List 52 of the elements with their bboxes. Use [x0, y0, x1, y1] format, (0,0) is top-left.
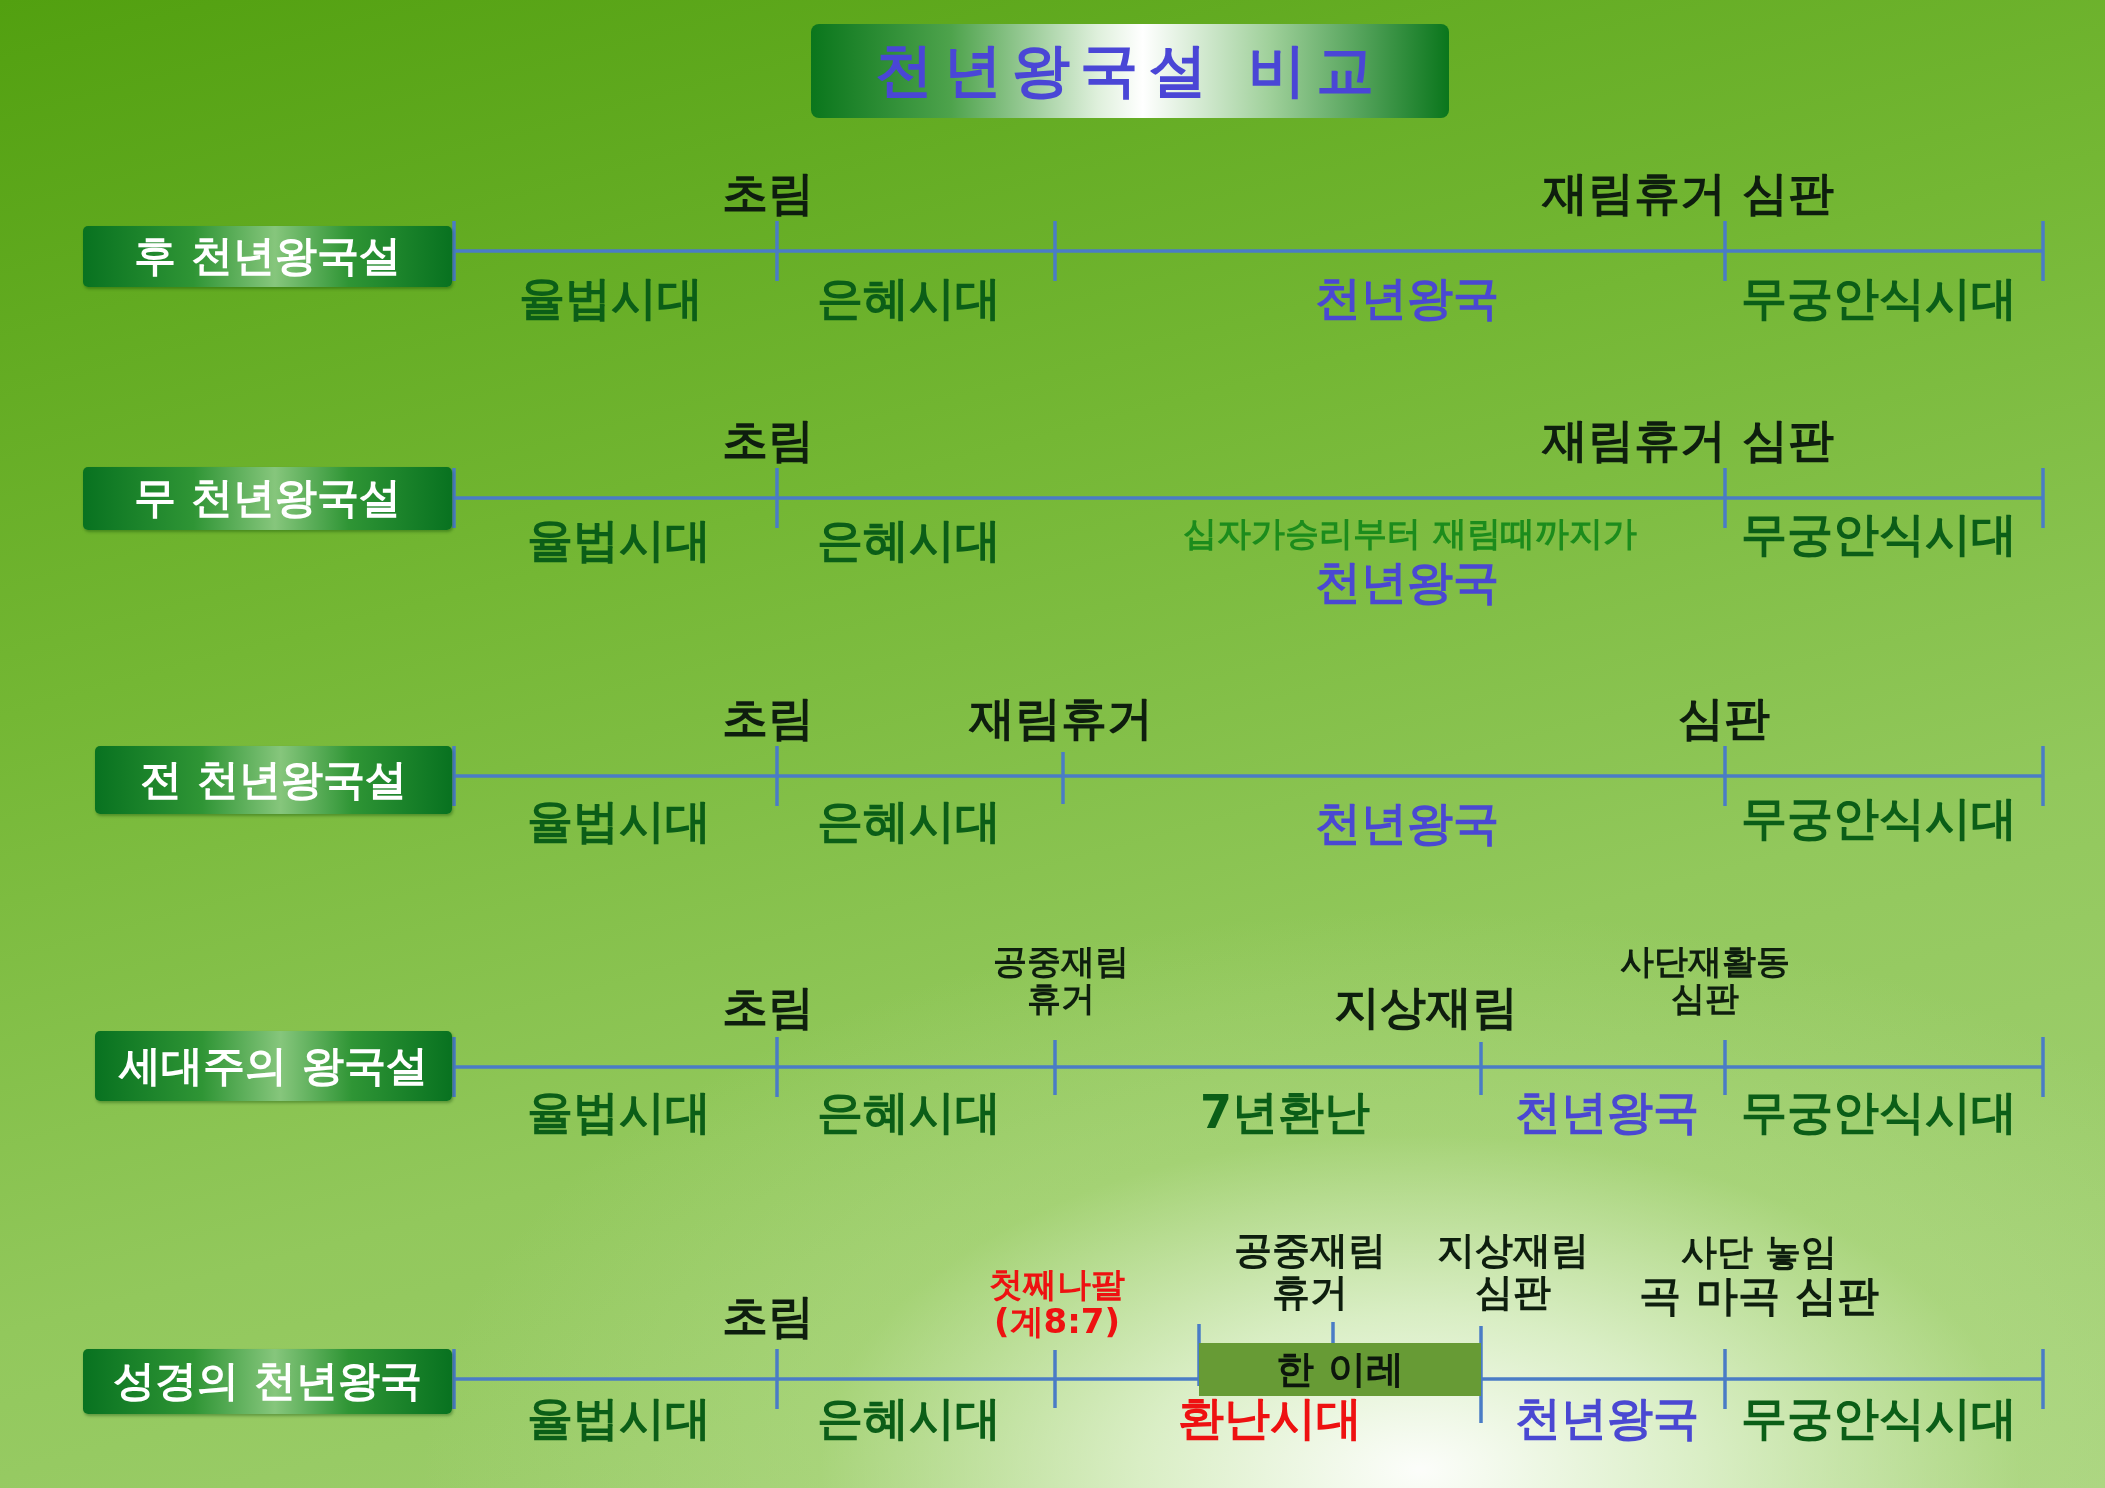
period-label: 천년왕국	[1315, 556, 1499, 608]
event-label: 사단 놓임	[1680, 1232, 1838, 1272]
period-label: 율법시대	[527, 795, 711, 847]
period-label: 7년환난	[1200, 1086, 1370, 1138]
event-label: 지상재림 심판	[1437, 1230, 1589, 1314]
row-title-box	[95, 746, 452, 814]
row-title-box	[95, 1031, 452, 1101]
period-label: 환난시대	[1178, 1392, 1362, 1444]
event-label: 초림	[722, 1290, 814, 1342]
note-text: 십자가승리부터 재림때까지가	[1183, 515, 1637, 553]
theory-name: 세대주의 왕국설	[119, 1042, 428, 1090]
period-label: 은혜시대	[817, 1086, 1001, 1138]
event-label: 재림휴거	[969, 692, 1153, 744]
event-label: 곡 마곡 심판	[1639, 1272, 1879, 1320]
period-label: 율법시대	[527, 1086, 711, 1138]
event-label: 초림	[722, 981, 814, 1033]
period-label: 무궁안식시대	[1741, 1392, 2017, 1444]
event-label: 공중재림 휴거	[993, 942, 1129, 1018]
event-label: 첫째나팔 (계8:7)	[989, 1265, 1125, 1341]
theory-name: 성경의 천년왕국	[113, 1358, 422, 1405]
period-label: 천년왕국	[1315, 272, 1499, 324]
row-title-box	[83, 1349, 452, 1414]
period-label: 은혜시대	[817, 514, 1001, 566]
theory-name: 무 천년왕국설	[134, 475, 401, 522]
period-label: 천년왕국	[1515, 1392, 1699, 1444]
period-band	[1199, 1343, 1481, 1396]
period-label: 은혜시대	[817, 795, 1001, 847]
event-label: 사단재활동 심판	[1620, 942, 1790, 1018]
period-label: 은혜시대	[817, 272, 1001, 324]
period-label: 율법시대	[527, 514, 711, 566]
event-label: 초림	[722, 414, 814, 466]
period-label: 율법시대	[527, 1392, 711, 1444]
event-label: 심판	[1678, 692, 1770, 744]
row-title-box	[83, 467, 452, 530]
event-label: 재림휴거 심판	[1542, 414, 1834, 466]
period-label: 은혜시대	[817, 1392, 1001, 1444]
theory-name: 후 천년왕국설	[134, 233, 401, 280]
event-label: 초림	[722, 167, 814, 219]
event-label: 초림	[722, 692, 814, 744]
period-label: 율법시대	[519, 272, 703, 324]
period-label: 천년왕국	[1315, 797, 1499, 849]
theory-name: 전 천년왕국설	[140, 756, 407, 804]
period-label: 천년왕국	[1515, 1086, 1699, 1138]
row-title-box	[83, 226, 452, 287]
event-label: 지상재림	[1334, 981, 1518, 1033]
band-label: 한 이레	[1276, 1348, 1404, 1391]
event-label: 공중재림 휴거	[1234, 1230, 1386, 1314]
period-label: 무궁안식시대	[1741, 508, 2017, 560]
event-label: 재림휴거 심판	[1542, 167, 1834, 219]
period-label: 무궁안식시대	[1741, 1086, 2017, 1138]
period-label: 무궁안식시대	[1741, 792, 2017, 844]
period-label: 무궁안식시대	[1741, 272, 2017, 324]
